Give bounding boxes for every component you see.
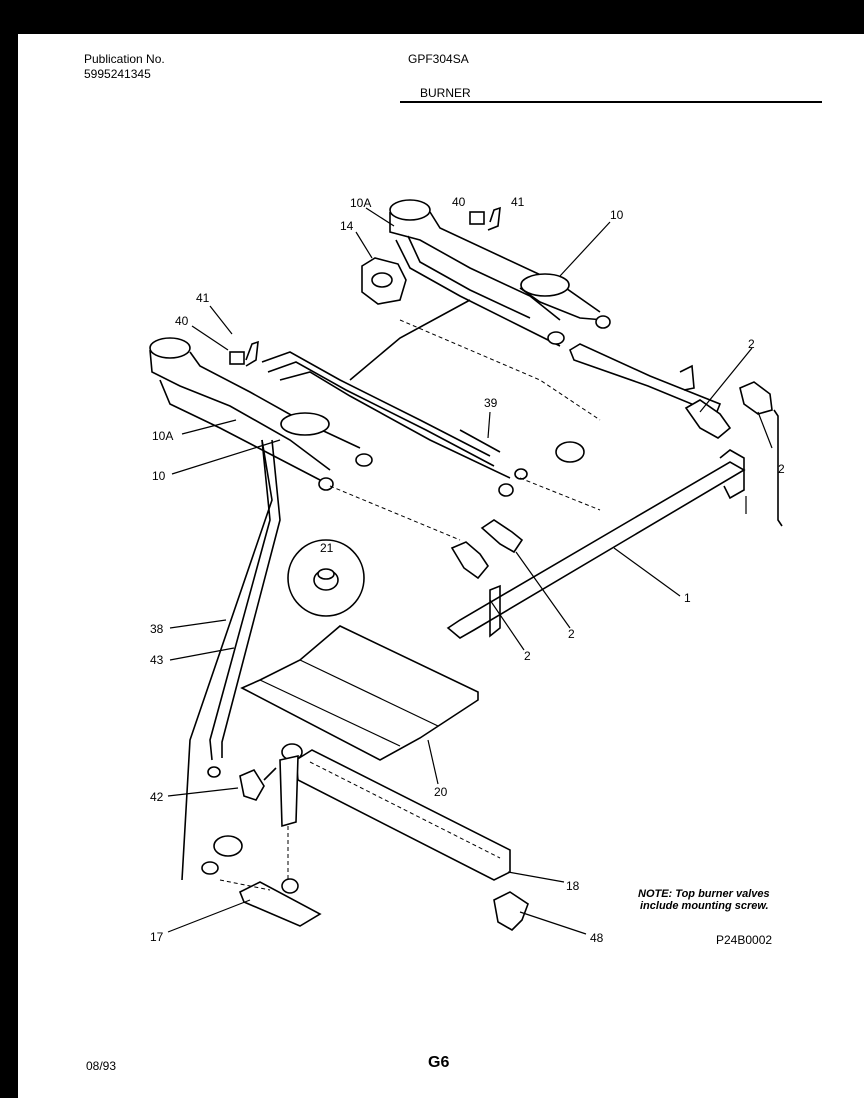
tubes-38-43 xyxy=(181,439,281,881)
callout-labels: 10A 40 41 10 14 41 40 2 39 10A 2 10 21 1… xyxy=(150,195,785,945)
callout-43: 43 xyxy=(150,653,164,667)
note-line-2: include mounting screw. xyxy=(640,900,769,912)
callout-38: 38 xyxy=(150,622,164,636)
rear-burner-assembly xyxy=(389,199,611,347)
igniter-42 xyxy=(239,767,277,801)
model-number: GPF304SA xyxy=(408,52,469,66)
diagram-code: P24B0002 xyxy=(716,933,773,947)
front-burner-assembly xyxy=(149,337,373,491)
callout-2-c: 2 xyxy=(568,627,575,641)
callout-42: 42 xyxy=(150,790,164,804)
callout-41-top: 41 xyxy=(511,195,525,209)
publication-number: 5995241345 xyxy=(84,67,151,81)
callout-21: 21 xyxy=(320,541,334,555)
section-title: BURNER xyxy=(420,86,471,100)
burner-shield-20 xyxy=(240,625,479,761)
callout-10a-top: 10A xyxy=(350,196,371,210)
callout-18: 18 xyxy=(566,879,580,893)
clips-40-41-top xyxy=(469,206,501,231)
callout-40-top: 40 xyxy=(452,195,466,209)
manifold-tubes xyxy=(261,299,722,541)
callout-2-d: 2 xyxy=(524,649,531,663)
callout-10a-left: 10A xyxy=(152,429,173,443)
header-rule xyxy=(400,101,822,103)
manifold-bar-1 xyxy=(446,449,747,639)
callout-1: 1 xyxy=(684,591,691,605)
oven-burner-18 xyxy=(279,743,511,881)
callout-2-a: 2 xyxy=(748,337,755,351)
callout-10-top: 10 xyxy=(610,208,624,222)
callout-2-b: 2 xyxy=(778,462,785,476)
callout-39: 39 xyxy=(484,396,498,410)
thermostat-17 xyxy=(201,826,322,927)
parts-page xyxy=(18,34,864,1098)
callout-41-left: 41 xyxy=(196,291,210,305)
callout-40-left: 40 xyxy=(175,314,189,328)
part-21-detail xyxy=(287,539,365,617)
callout-10-left: 10 xyxy=(152,469,166,483)
regulator-14 xyxy=(361,257,407,305)
footer-page: G6 xyxy=(428,1054,450,1071)
callout-14: 14 xyxy=(340,219,354,233)
right-bracket-line xyxy=(773,409,783,527)
valves-2 xyxy=(450,364,773,580)
callout-17: 17 xyxy=(150,930,164,944)
leader-lines xyxy=(167,207,773,935)
callout-20: 20 xyxy=(434,785,448,799)
publication-label: Publication No. xyxy=(84,52,165,66)
note-line-1: NOTE: Top burner valves xyxy=(638,888,770,900)
callout-48: 48 xyxy=(590,931,604,945)
footer-date: 08/93 xyxy=(86,1059,117,1073)
bracket-48 xyxy=(493,891,529,931)
